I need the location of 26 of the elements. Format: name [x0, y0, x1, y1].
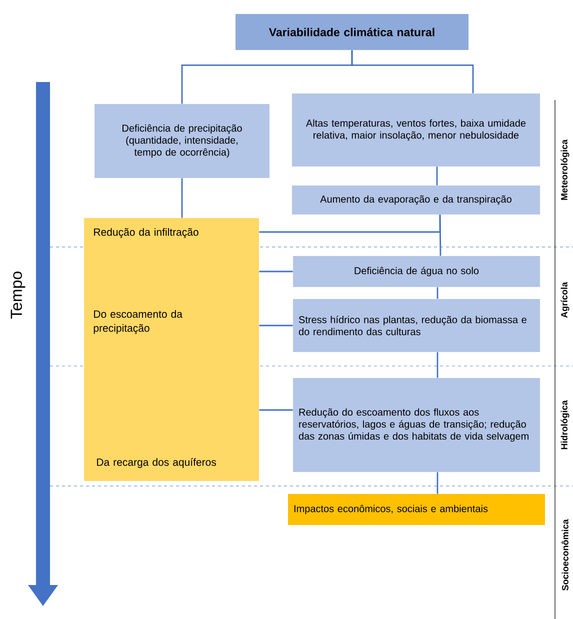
- axis-label: Tempo: [10, 272, 26, 319]
- category-label: Meteorológica: [560, 139, 570, 200]
- cause-box: Deficiência de precipitação (quantidade, intensidade, tempo de ocorrência): [94, 104, 270, 178]
- connector-line: [259, 409, 293, 411]
- effect-box: Redução do escoamento dos fluxos aos reservatórios, lagos e águas de transição; redução das zonas úmidas e dos habitats de vida selvagem: [293, 378, 540, 472]
- category-label: Hidrológica: [560, 400, 570, 450]
- connector-line: [351, 50, 474, 94]
- panel-text: Redução da infiltração: [94, 228, 198, 238]
- connector-line: [259, 214, 441, 233]
- title-box: Variabilidade climática natural: [236, 14, 468, 50]
- connector-line: [436, 472, 438, 494]
- connector-line: [259, 324, 293, 326]
- impact-box: Impactos econômicos, sociais e ambientais: [288, 494, 545, 525]
- effect-box: Aumento da evaporação e da transpiração: [292, 186, 540, 214]
- panel-text: Da recarga dos aquíferos: [97, 458, 216, 468]
- connector-line: [259, 270, 293, 272]
- category-label: Agrícola: [560, 282, 570, 318]
- cause-box: Altas temperaturas, ventos fortes, baixa umidade relativa, maior insolação, menor nebulosidade: [292, 94, 540, 166]
- connector-line: [436, 166, 438, 186]
- connector-line: [436, 352, 438, 378]
- panel-text: Do escoamento da precipitação: [94, 310, 182, 334]
- effect-box: Stress hídrico nas plantas, redução da biomassa e do rendimento das culturas: [293, 299, 540, 352]
- category-label: Socioeconômica: [562, 519, 568, 590]
- effect-box: Deficiência de água no solo: [293, 256, 540, 287]
- connector-line: [436, 287, 438, 299]
- connector-line: [181, 178, 183, 218]
